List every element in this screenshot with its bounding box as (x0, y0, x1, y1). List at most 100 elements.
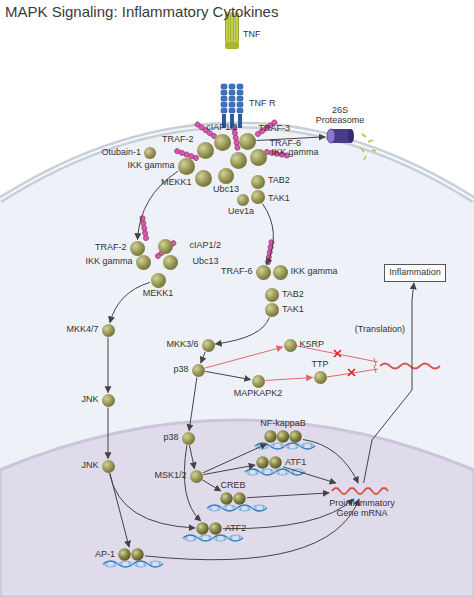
shape-part (229, 90, 235, 95)
node-shape (218, 84, 246, 128)
shape-part (229, 84, 235, 89)
protein-complex: ATF1 (256, 456, 282, 469)
proteasome-icon: 26S Proteasome (326, 127, 354, 145)
node-label: TAB2 (282, 290, 304, 300)
node-label: JNK (81, 461, 98, 471)
node-shape (264, 430, 302, 443)
shape-part (348, 129, 354, 143)
protein-circle: TAB2 (265, 288, 279, 302)
edge-label: (Translation) (355, 325, 405, 335)
node-shape (220, 492, 246, 505)
node-label: MAPKAPK2 (234, 389, 283, 399)
signal-arrow (247, 493, 329, 498)
node-label: TNF R (249, 99, 276, 109)
protein-circle: p38 (192, 364, 205, 377)
signal-arrow (205, 347, 283, 368)
dna-helix (103, 561, 163, 567)
node-label: TAK1 (282, 305, 304, 315)
signal-arrow (202, 480, 220, 491)
shape-part (221, 96, 227, 101)
protein-circle: MSK1/2 (190, 470, 203, 483)
node-label: Ubc13 (193, 257, 219, 267)
dna-helix (183, 535, 243, 541)
node-label: AP-1 (95, 550, 115, 560)
mrna-strand (380, 364, 440, 369)
shape-part (233, 492, 245, 504)
inhibition-lines (297, 346, 378, 377)
shape-part (264, 430, 276, 442)
protein-circle: TRAF-6 (256, 265, 271, 280)
shape-part (237, 90, 243, 95)
protein-circle: MKK4/7 (102, 324, 115, 337)
protein-circle: TAB2 (251, 175, 265, 189)
shape-part (229, 96, 235, 101)
cell-membrane (0, 125, 474, 200)
shape-part (221, 84, 227, 89)
signal-arrow (303, 440, 358, 484)
protein-complex: NF-kappaB (264, 430, 302, 443)
node-label: ATF1 (285, 458, 306, 468)
protein-circle: IKK gamma (178, 158, 195, 175)
protein-circle: TRAF-6 (250, 149, 267, 166)
protein-circle: p38 (182, 432, 195, 445)
protein-circle: MAPKAPK2 (252, 375, 265, 388)
node-label: IKK gamma (291, 267, 338, 277)
node-shape (118, 548, 144, 561)
signal-arrow (190, 445, 195, 468)
shape-part (229, 102, 235, 107)
protein-circle: Ubc13 (163, 255, 178, 270)
shape-part (237, 96, 243, 101)
node-label: p38 (173, 365, 188, 375)
diagram-title: MAPK Signaling: Inflammatory Cytokines (5, 3, 278, 21)
node-label: Uev1a (228, 207, 254, 217)
mrna-strand: Proinflammatory Gene mRNA (330, 484, 394, 498)
node-label: TAK1 (268, 194, 290, 204)
node-shape (330, 484, 394, 498)
protein-circle: IKK gamma (230, 152, 247, 169)
dna-helix (255, 443, 315, 449)
shape-part (289, 430, 301, 442)
signal-arrow (108, 338, 109, 393)
node-label: JNK (81, 395, 98, 405)
protein-circle: IKK gamma (136, 255, 151, 270)
protein-circle: JNK (102, 460, 115, 473)
node-label: Ubc13 (213, 185, 239, 195)
signal-arrow (266, 378, 313, 381)
node-label: TTP (312, 360, 329, 370)
protein-circle: JNK (102, 394, 115, 407)
outcome-box: Inflammation (384, 264, 446, 282)
shape-part (237, 108, 243, 113)
node-label: IKK gamma (272, 148, 319, 158)
signal-arrow (215, 318, 269, 345)
signal-arrow (201, 352, 205, 363)
protein-circle: Uev1a (237, 194, 249, 206)
node-label: Otubain-1 (101, 148, 141, 158)
shape-part (209, 522, 221, 534)
node-label: Proinflammatory Gene mRNA (322, 499, 402, 519)
signal-arrow (263, 204, 274, 265)
protein-circle: TRAF-2 (130, 241, 145, 256)
degradation-fragments (361, 134, 376, 160)
protein-circle: TTP (314, 371, 327, 384)
node-label: MKK3/6 (166, 340, 198, 350)
signal-arrow (110, 473, 196, 528)
shape-part (327, 129, 335, 143)
node-label: TRAF-3 (259, 124, 291, 134)
protein-circle: cIAP1/2 (214, 134, 231, 151)
node-label: ATF2 (225, 524, 246, 534)
node-label: IKK gamma (85, 257, 132, 267)
node-label: MKK4/7 (66, 325, 98, 335)
node-label: CREB (220, 481, 245, 491)
receptor-icon: TNF R (218, 84, 246, 128)
cytoplasm (0, 125, 474, 597)
node-label: TNF (243, 30, 261, 40)
protein-circle: Ubc13 (218, 168, 234, 184)
shape-part (220, 492, 232, 504)
signal-arrow (203, 444, 267, 473)
shape-part (221, 90, 227, 95)
node-label: TRAF-6 (221, 267, 253, 277)
nucleus (0, 420, 474, 597)
signal-arrow (145, 499, 359, 560)
